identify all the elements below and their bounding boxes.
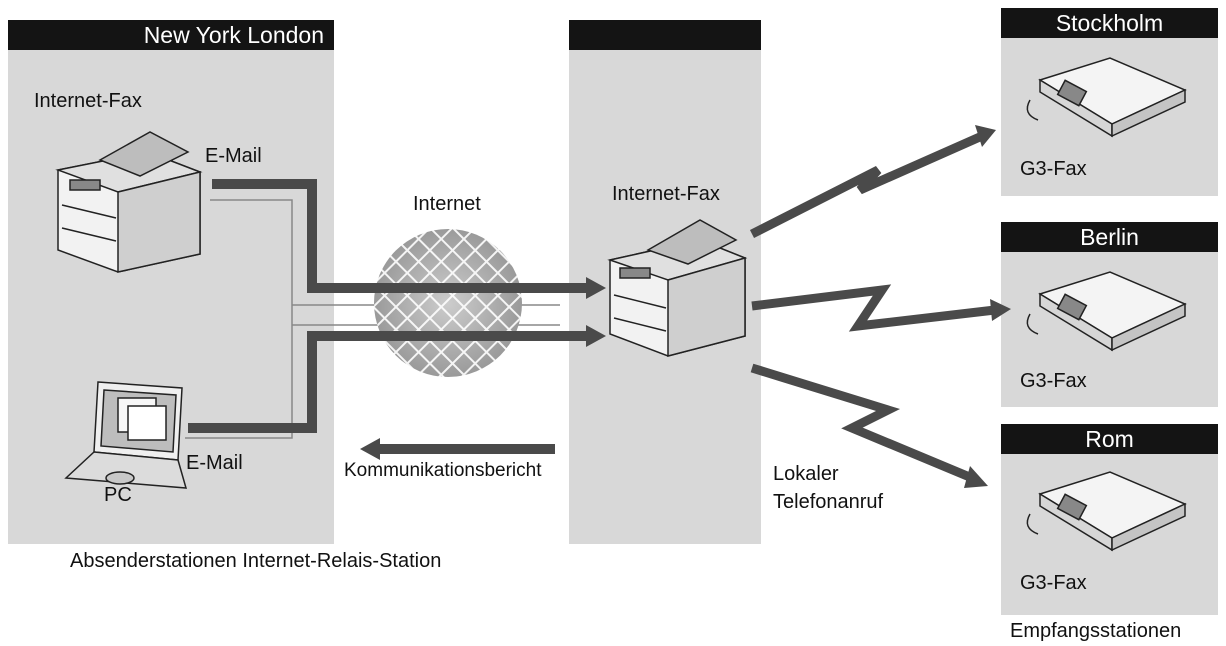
station-header-berlin: Berlin [1001,222,1218,252]
g3-fax-icon-berlin [1026,271,1187,352]
station-name-stockholm: Stockholm [1055,10,1164,36]
email-arrow-bottom [188,325,606,433]
device-label-berlin: G3-Fax [1020,370,1087,392]
station-name-rom: Rom [1085,426,1134,452]
sender-internet-fax-icon [55,131,203,273]
phone-arrow-stockholm [749,125,996,239]
station-header-rom: Rom [1001,424,1218,454]
device-label-stockholm: G3-Fax [1020,158,1087,180]
report-label: Kommunikationsbericht [344,460,542,481]
internet-label: Internet [413,193,481,215]
relay-header [569,20,761,50]
internet-globe [374,229,522,377]
local-call-label-line2: Telefonanruf [773,491,884,513]
pc-label: PC [104,484,132,506]
report-arrow [360,438,555,460]
sender-header: New York London [8,20,334,50]
station-name-berlin: Berlin [1080,224,1139,250]
phone-arrow-rom [750,363,988,488]
g3-fax-icon-rom [1026,471,1187,552]
email-label-top: E-Mail [205,145,262,167]
relay-internet-fax-icon [607,219,748,357]
sender-fax-label: Internet-Fax [34,90,142,112]
pc-laptop-icon [64,381,188,489]
phone-arrow-berlin [751,284,1011,332]
sender-header-text: New York London [143,22,324,48]
device-label-rom: G3-Fax [1020,572,1087,594]
sender-caption: Absenderstationen Internet-Relais-Statio… [70,550,442,572]
station-header-stockholm: Stockholm [1001,8,1218,38]
relay-fax-label: Internet-Fax [612,183,720,205]
email-label-bottom: E-Mail [186,452,243,474]
email-arrow-top [212,179,606,299]
receivers-caption: Empfangsstationen [1010,620,1182,642]
local-call-label-line1: Lokaler [773,463,839,485]
g3-fax-icon-stockholm [1026,57,1187,138]
